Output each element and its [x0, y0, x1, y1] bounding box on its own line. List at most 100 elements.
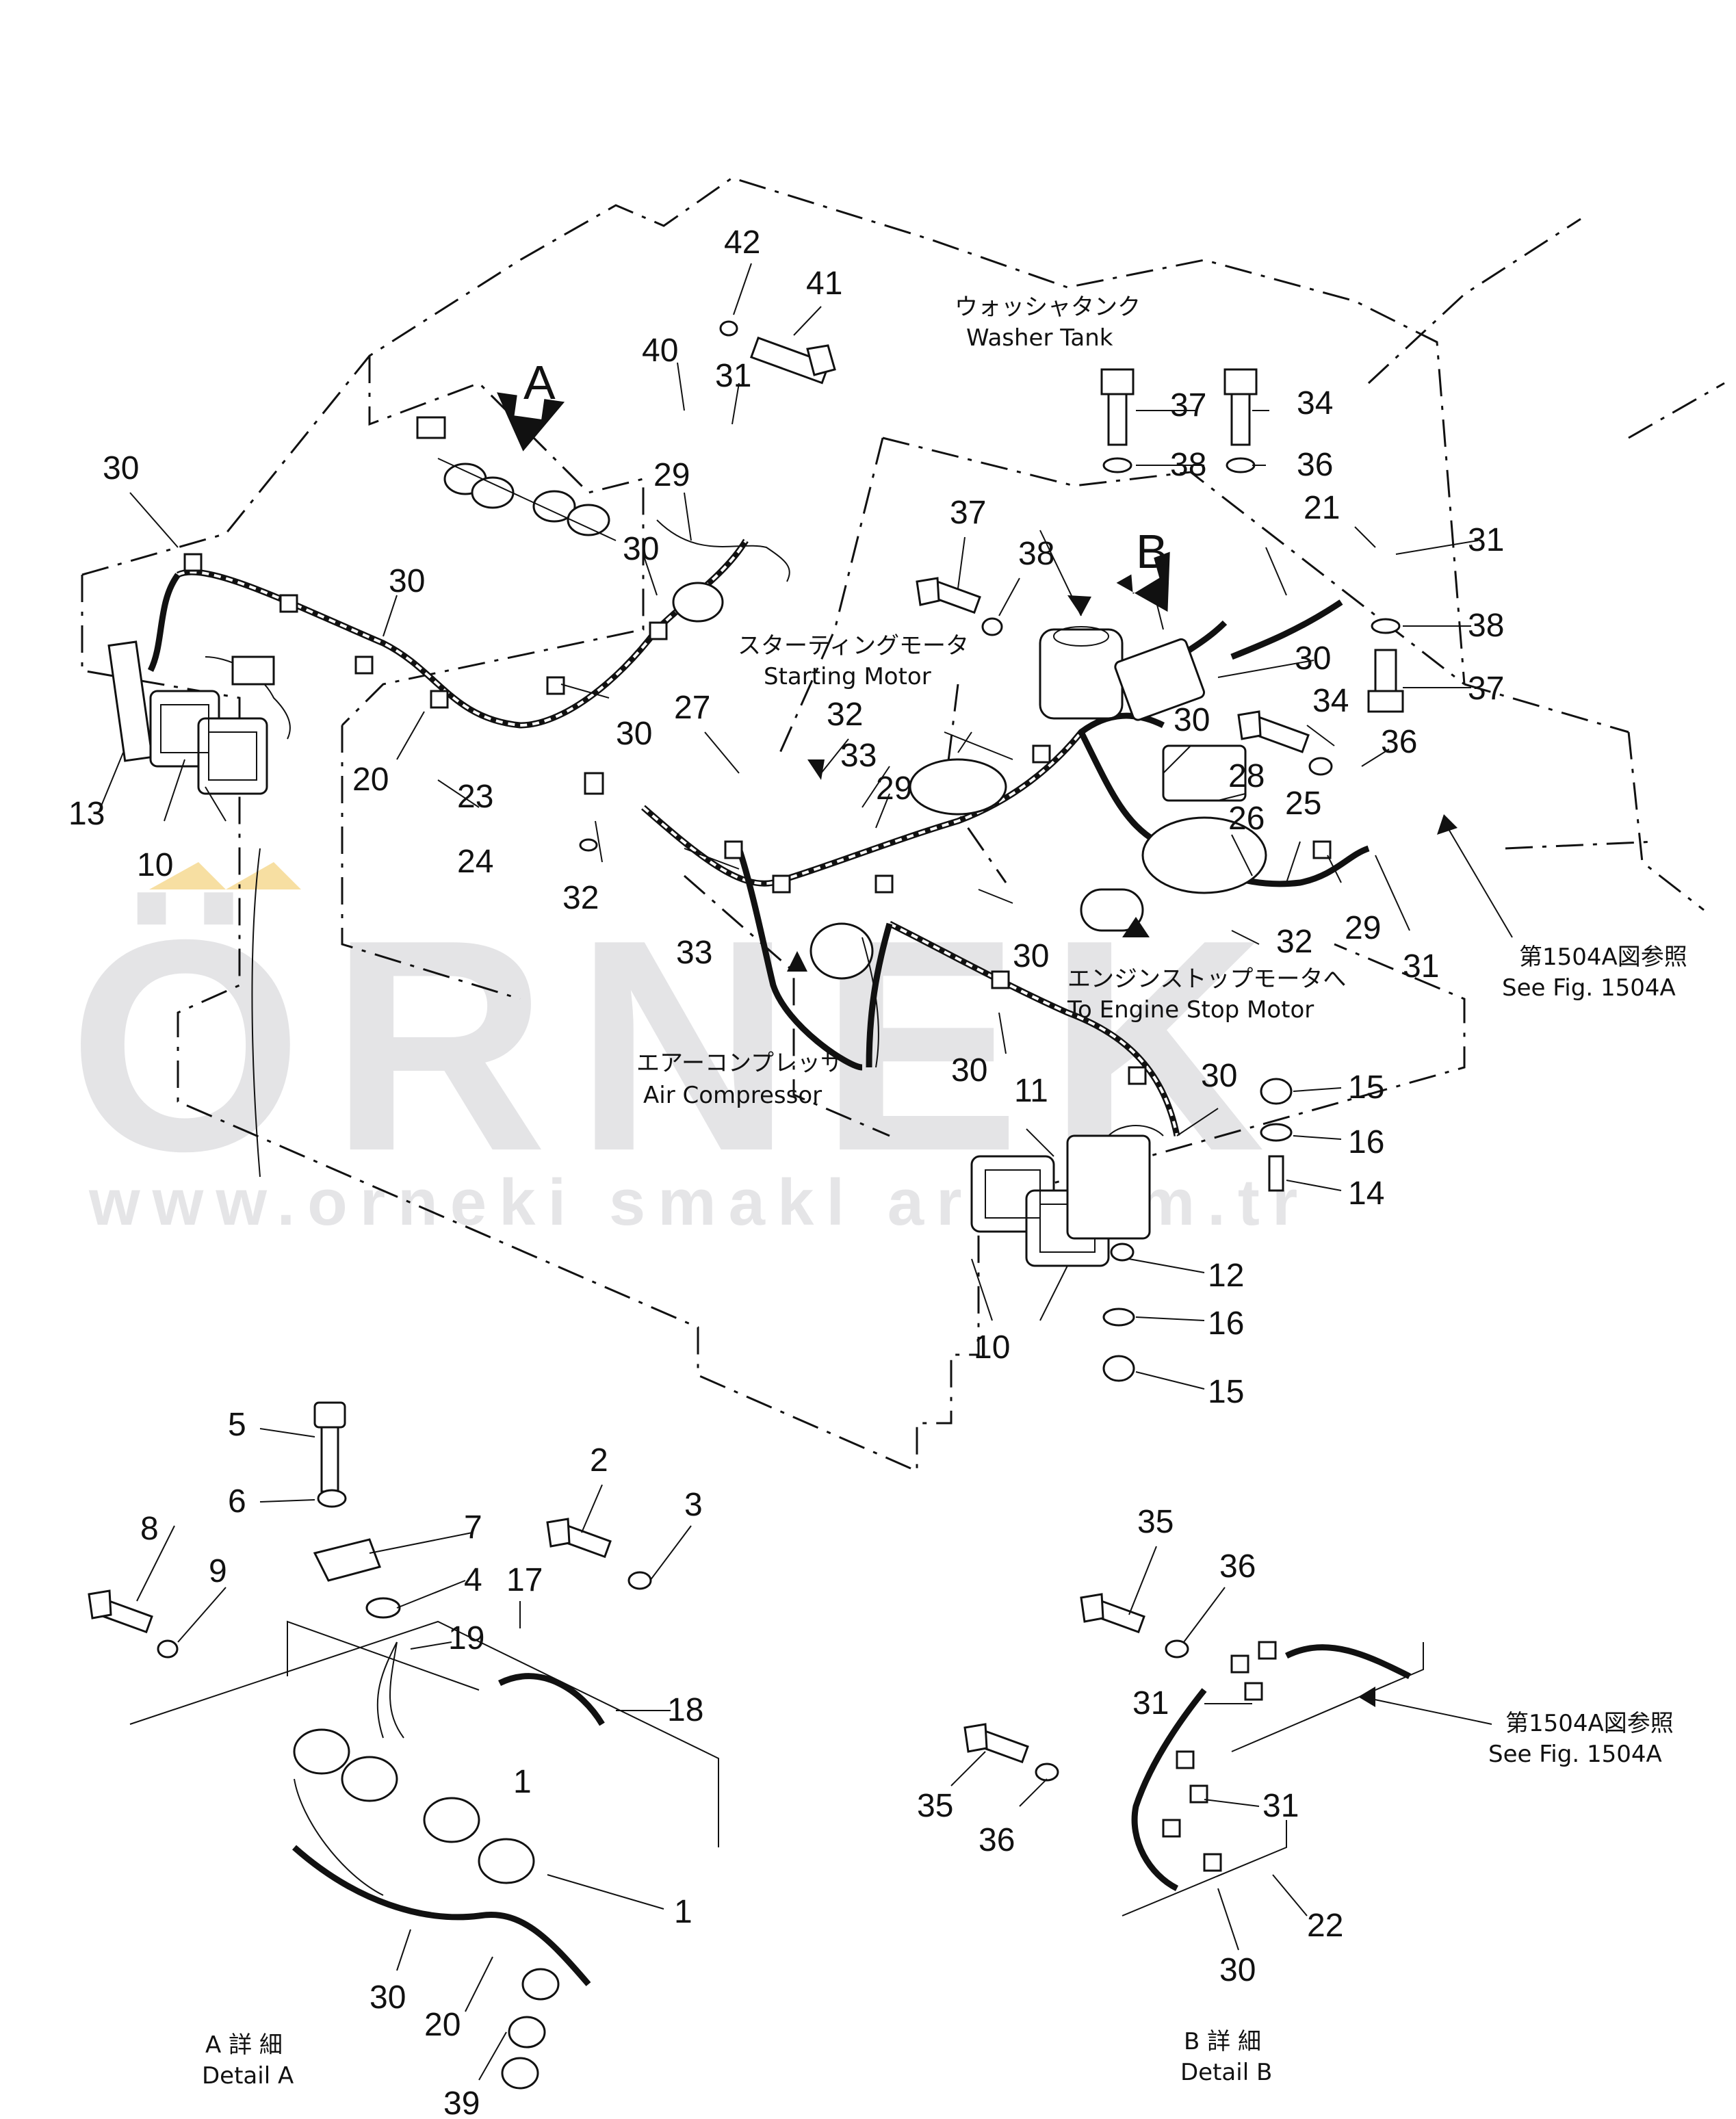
- callout: 29: [1345, 910, 1381, 946]
- caption-starting-motor-en: Starting Motor: [764, 663, 931, 690]
- callout: 30: [623, 531, 659, 567]
- callout: 30: [616, 716, 652, 752]
- callout: 16: [1348, 1124, 1384, 1160]
- callout: 30: [1219, 1952, 1256, 1988]
- callout: 15: [1348, 1069, 1384, 1106]
- caption-air-compressor-en: Air Compressor: [643, 1082, 822, 1109]
- callout: 30: [1013, 938, 1049, 974]
- callout: 18: [667, 1692, 703, 1728]
- callout: 5: [228, 1407, 246, 1443]
- washer-tank: [1039, 626, 1124, 720]
- callout: 31: [1468, 522, 1504, 558]
- callout: 31: [1403, 948, 1439, 985]
- caption-see-fig-jp-1: 第1504A図参照: [1519, 944, 1687, 971]
- callout: 25: [1285, 785, 1321, 822]
- callout: 36: [1297, 447, 1333, 483]
- callout: 30: [370, 1979, 406, 2016]
- callout: 15: [1208, 1374, 1244, 1410]
- detail-a: [88, 1401, 719, 2090]
- callout: 35: [1137, 1504, 1174, 1540]
- callout: 33: [840, 738, 877, 774]
- callout: 19: [448, 1620, 484, 1656]
- callout: 32: [827, 697, 863, 733]
- callout: 6: [228, 1483, 246, 1520]
- starting-motor: [909, 638, 1267, 932]
- caption-see-fig-jp-2: 第1504A図参照: [1505, 1710, 1674, 1737]
- callout: 20: [424, 2007, 461, 2043]
- callout: 14: [1348, 1175, 1384, 1212]
- fasteners-main: [579, 320, 1404, 1382]
- arrows: [497, 392, 1458, 1707]
- air-compressor: [809, 922, 879, 1068]
- callout: 32: [1276, 924, 1312, 960]
- callout: 36: [1219, 1548, 1256, 1585]
- leader-lines: [99, 263, 1513, 2081]
- callout: 11: [1014, 1073, 1048, 1109]
- callout: 23: [457, 779, 493, 815]
- callout: 21: [1304, 490, 1340, 526]
- callout: 26: [1228, 801, 1265, 837]
- caption-washer-tank-jp: ウォッシャタンク: [955, 294, 1141, 321]
- callout: 35: [917, 1788, 953, 1824]
- callout: 36: [979, 1822, 1015, 1858]
- caption-detail-b-jp: B 詳 細: [1184, 2028, 1261, 2055]
- callout: 41: [806, 265, 842, 302]
- callout: 30: [389, 563, 425, 599]
- callout: 36: [1381, 724, 1417, 760]
- horn-assembly-left: [107, 640, 291, 795]
- callout: 1: [513, 1764, 532, 1800]
- callout: 17: [506, 1562, 543, 1598]
- callout: 37: [1468, 671, 1504, 707]
- callout: 10: [974, 1329, 1010, 1366]
- callout: 37: [950, 495, 986, 531]
- callout: 12: [1208, 1258, 1244, 1294]
- caption-detail-b-en: Detail B: [1180, 2059, 1272, 2086]
- callout: 37: [1170, 387, 1206, 424]
- callout: 38: [1170, 447, 1206, 483]
- callout: 30: [1295, 640, 1331, 677]
- callout: 38: [1468, 608, 1504, 644]
- horn-assembly-right: [970, 1125, 1164, 1267]
- callout: 16: [1208, 1305, 1244, 1342]
- callout: 39: [443, 2085, 480, 2119]
- watermark: ÖRNEK www.orneki smakl ari.com.tr: [68, 862, 1297, 1239]
- callout: 30: [951, 1052, 987, 1089]
- callout: 34: [1297, 385, 1333, 421]
- callout: 32: [562, 880, 599, 916]
- callout: 28: [1228, 758, 1265, 794]
- callout: 3: [684, 1487, 703, 1523]
- callout: 42: [724, 224, 760, 261]
- callout: 2: [590, 1442, 608, 1479]
- watermark-brand: ÖRNEK: [68, 878, 1293, 1214]
- callout: 20: [352, 762, 389, 798]
- relay-group-top: [416, 416, 790, 623]
- caption-see-fig-en-2: See Fig. 1504A: [1488, 1741, 1662, 1768]
- caption-washer-tank-en: Washer Tank: [966, 324, 1113, 352]
- callout: 29: [876, 770, 912, 807]
- callout: 8: [140, 1511, 159, 1547]
- caption-detail-a-jp: A 詳 細: [205, 2031, 283, 2059]
- callout: 38: [1018, 536, 1054, 572]
- caption-see-fig-en-1: See Fig. 1504A: [1502, 974, 1676, 1002]
- callout: 27: [674, 690, 710, 726]
- callout: 7: [464, 1509, 482, 1546]
- caption-air-compressor-jp: エアーコンプレッサ: [636, 1050, 844, 1077]
- caption-engine-stop-en: To Engine Stop Motor: [1067, 996, 1314, 1024]
- callout: 9: [209, 1553, 227, 1589]
- callout: 1: [674, 1894, 692, 1930]
- callout: 31: [1262, 1788, 1299, 1824]
- detail-b: [963, 1593, 1424, 1916]
- callout: 22: [1307, 1908, 1343, 1944]
- callout: 24: [457, 844, 493, 880]
- detail-marker-b: B: [1136, 525, 1168, 578]
- clamps: [183, 553, 1332, 1085]
- part-callouts: 42 41 40 31 30 29 30 30 30 20 13 10 27 3…: [68, 224, 1504, 2119]
- callout: 30: [1174, 702, 1210, 738]
- callout: 33: [676, 935, 712, 971]
- callout: 34: [1312, 683, 1349, 719]
- callout: 31: [1132, 1685, 1169, 1721]
- caption-starting-motor-jp: スターティングモータ: [738, 632, 969, 660]
- captions: ウォッシャタンク Washer Tank スターティングモータ Starting…: [202, 294, 1687, 2090]
- callout: 31: [715, 358, 751, 394]
